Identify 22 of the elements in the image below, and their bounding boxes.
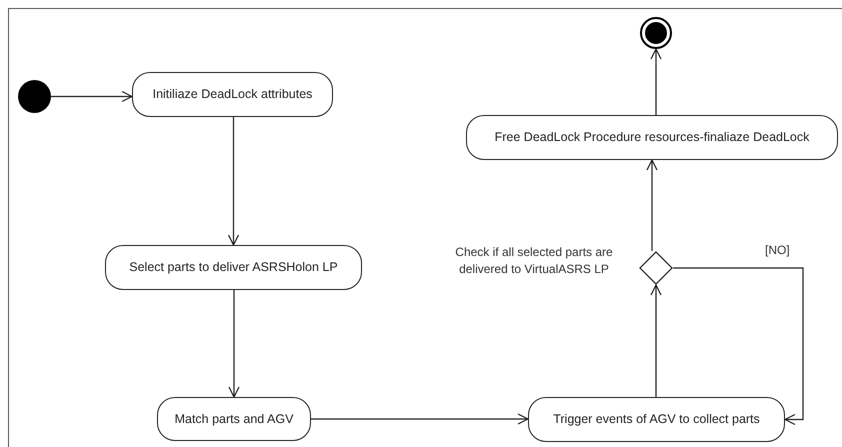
- activity-label: Select parts to deliver ASRSHolon LP: [129, 259, 338, 276]
- activity-label: Match parts and AGV: [174, 410, 294, 428]
- arrow: [51, 90, 133, 102]
- arrow: [650, 284, 662, 397]
- activity-label: Trigger events of AGV to collect parts: [553, 411, 760, 428]
- arrow: [228, 290, 240, 398]
- activity-box: [157, 397, 311, 441]
- decision-label: Check if all selected parts are delivered to VirtualASRS LP: [454, 244, 614, 278]
- arrow: [228, 117, 240, 246]
- final-node: [640, 17, 672, 49]
- activity-box: [466, 115, 838, 160]
- decision-diamond: [639, 251, 673, 285]
- arrow: [650, 48, 662, 115]
- arrow: [673, 267, 804, 426]
- arrow: [646, 159, 658, 251]
- activity-box: [132, 72, 333, 117]
- activity-label: Initiliaze DeadLock attributes: [152, 86, 312, 104]
- activity-box: [528, 397, 785, 442]
- arrow: [311, 413, 529, 425]
- activity-label: Free DeadLock Procedure resources-finaliaze DeadLock: [494, 129, 810, 146]
- initial-node: [18, 80, 51, 113]
- activity-box: [105, 245, 362, 290]
